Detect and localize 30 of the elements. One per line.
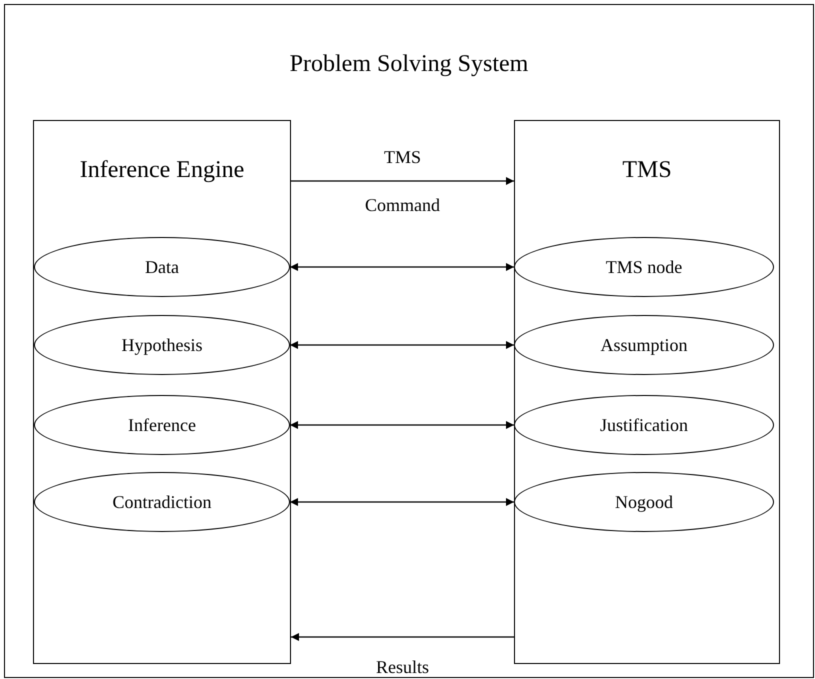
component-box bbox=[33, 120, 291, 664]
frame-box bbox=[4, 4, 814, 678]
heading: Problem Solving System bbox=[288, 51, 530, 78]
node-label: TMS node bbox=[606, 256, 682, 278]
edge-label: Results bbox=[374, 657, 430, 677]
heading: Inference Engine bbox=[78, 157, 246, 184]
arrow bbox=[290, 263, 514, 271]
ellipse-node bbox=[514, 237, 774, 297]
ellipse-node bbox=[514, 315, 774, 375]
node-label: Inference bbox=[128, 414, 196, 436]
ellipse-node bbox=[514, 395, 774, 455]
node-label: Data bbox=[145, 256, 179, 278]
node-label: Assumption bbox=[600, 334, 688, 356]
arrow bbox=[290, 421, 514, 429]
node-label: Hypothesis bbox=[122, 334, 202, 356]
ellipse-node bbox=[34, 395, 290, 455]
heading: TMS bbox=[621, 157, 673, 184]
ellipse-node bbox=[34, 315, 290, 375]
ellipse-node bbox=[34, 472, 290, 532]
arrow bbox=[291, 633, 514, 641]
arrow bbox=[290, 498, 514, 506]
arrow bbox=[290, 341, 514, 349]
component-box bbox=[514, 120, 780, 664]
ellipse-node bbox=[514, 472, 774, 532]
node-label: Nogood bbox=[615, 492, 673, 512]
node-label: Contradiction bbox=[112, 492, 212, 512]
arrow bbox=[291, 177, 514, 185]
ellipse-node bbox=[34, 237, 290, 297]
edge-label: TMS Command bbox=[364, 146, 441, 217]
node-label: Justification bbox=[600, 414, 688, 436]
